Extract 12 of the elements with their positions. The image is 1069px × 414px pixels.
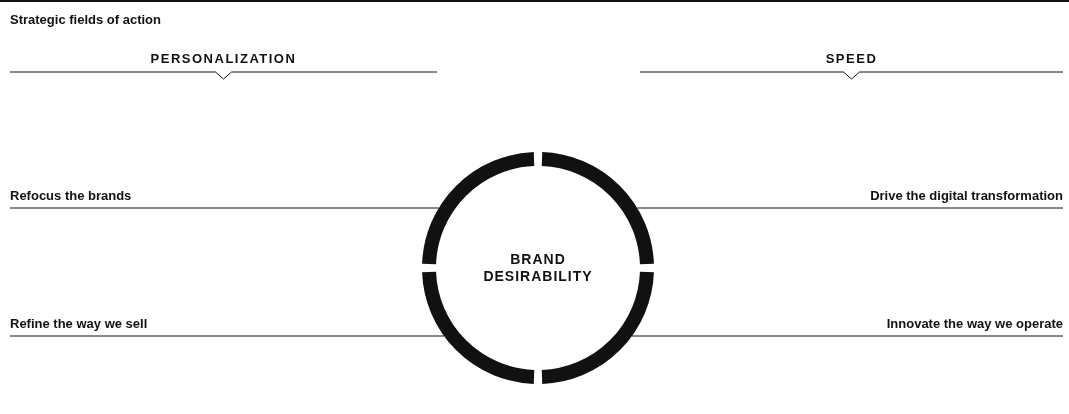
node-label: Innovate the way we operate [886, 316, 1063, 336]
section-heading: SPEED [824, 51, 879, 66]
node-label: BRAND DESIRABILITY [483, 251, 593, 285]
title: Strategic fields of action [10, 12, 161, 27]
leader-line [9, 335, 445, 337]
section-heading: PERSONALIZATION [149, 51, 298, 66]
node-label: Refine the way we sell [10, 316, 148, 336]
node-label: Drive the digital transformation [870, 188, 1063, 208]
leader-line [9, 207, 440, 209]
leader-line [631, 335, 1064, 337]
node-label: Refocus the brands [10, 188, 132, 208]
leader-line [636, 207, 1064, 209]
